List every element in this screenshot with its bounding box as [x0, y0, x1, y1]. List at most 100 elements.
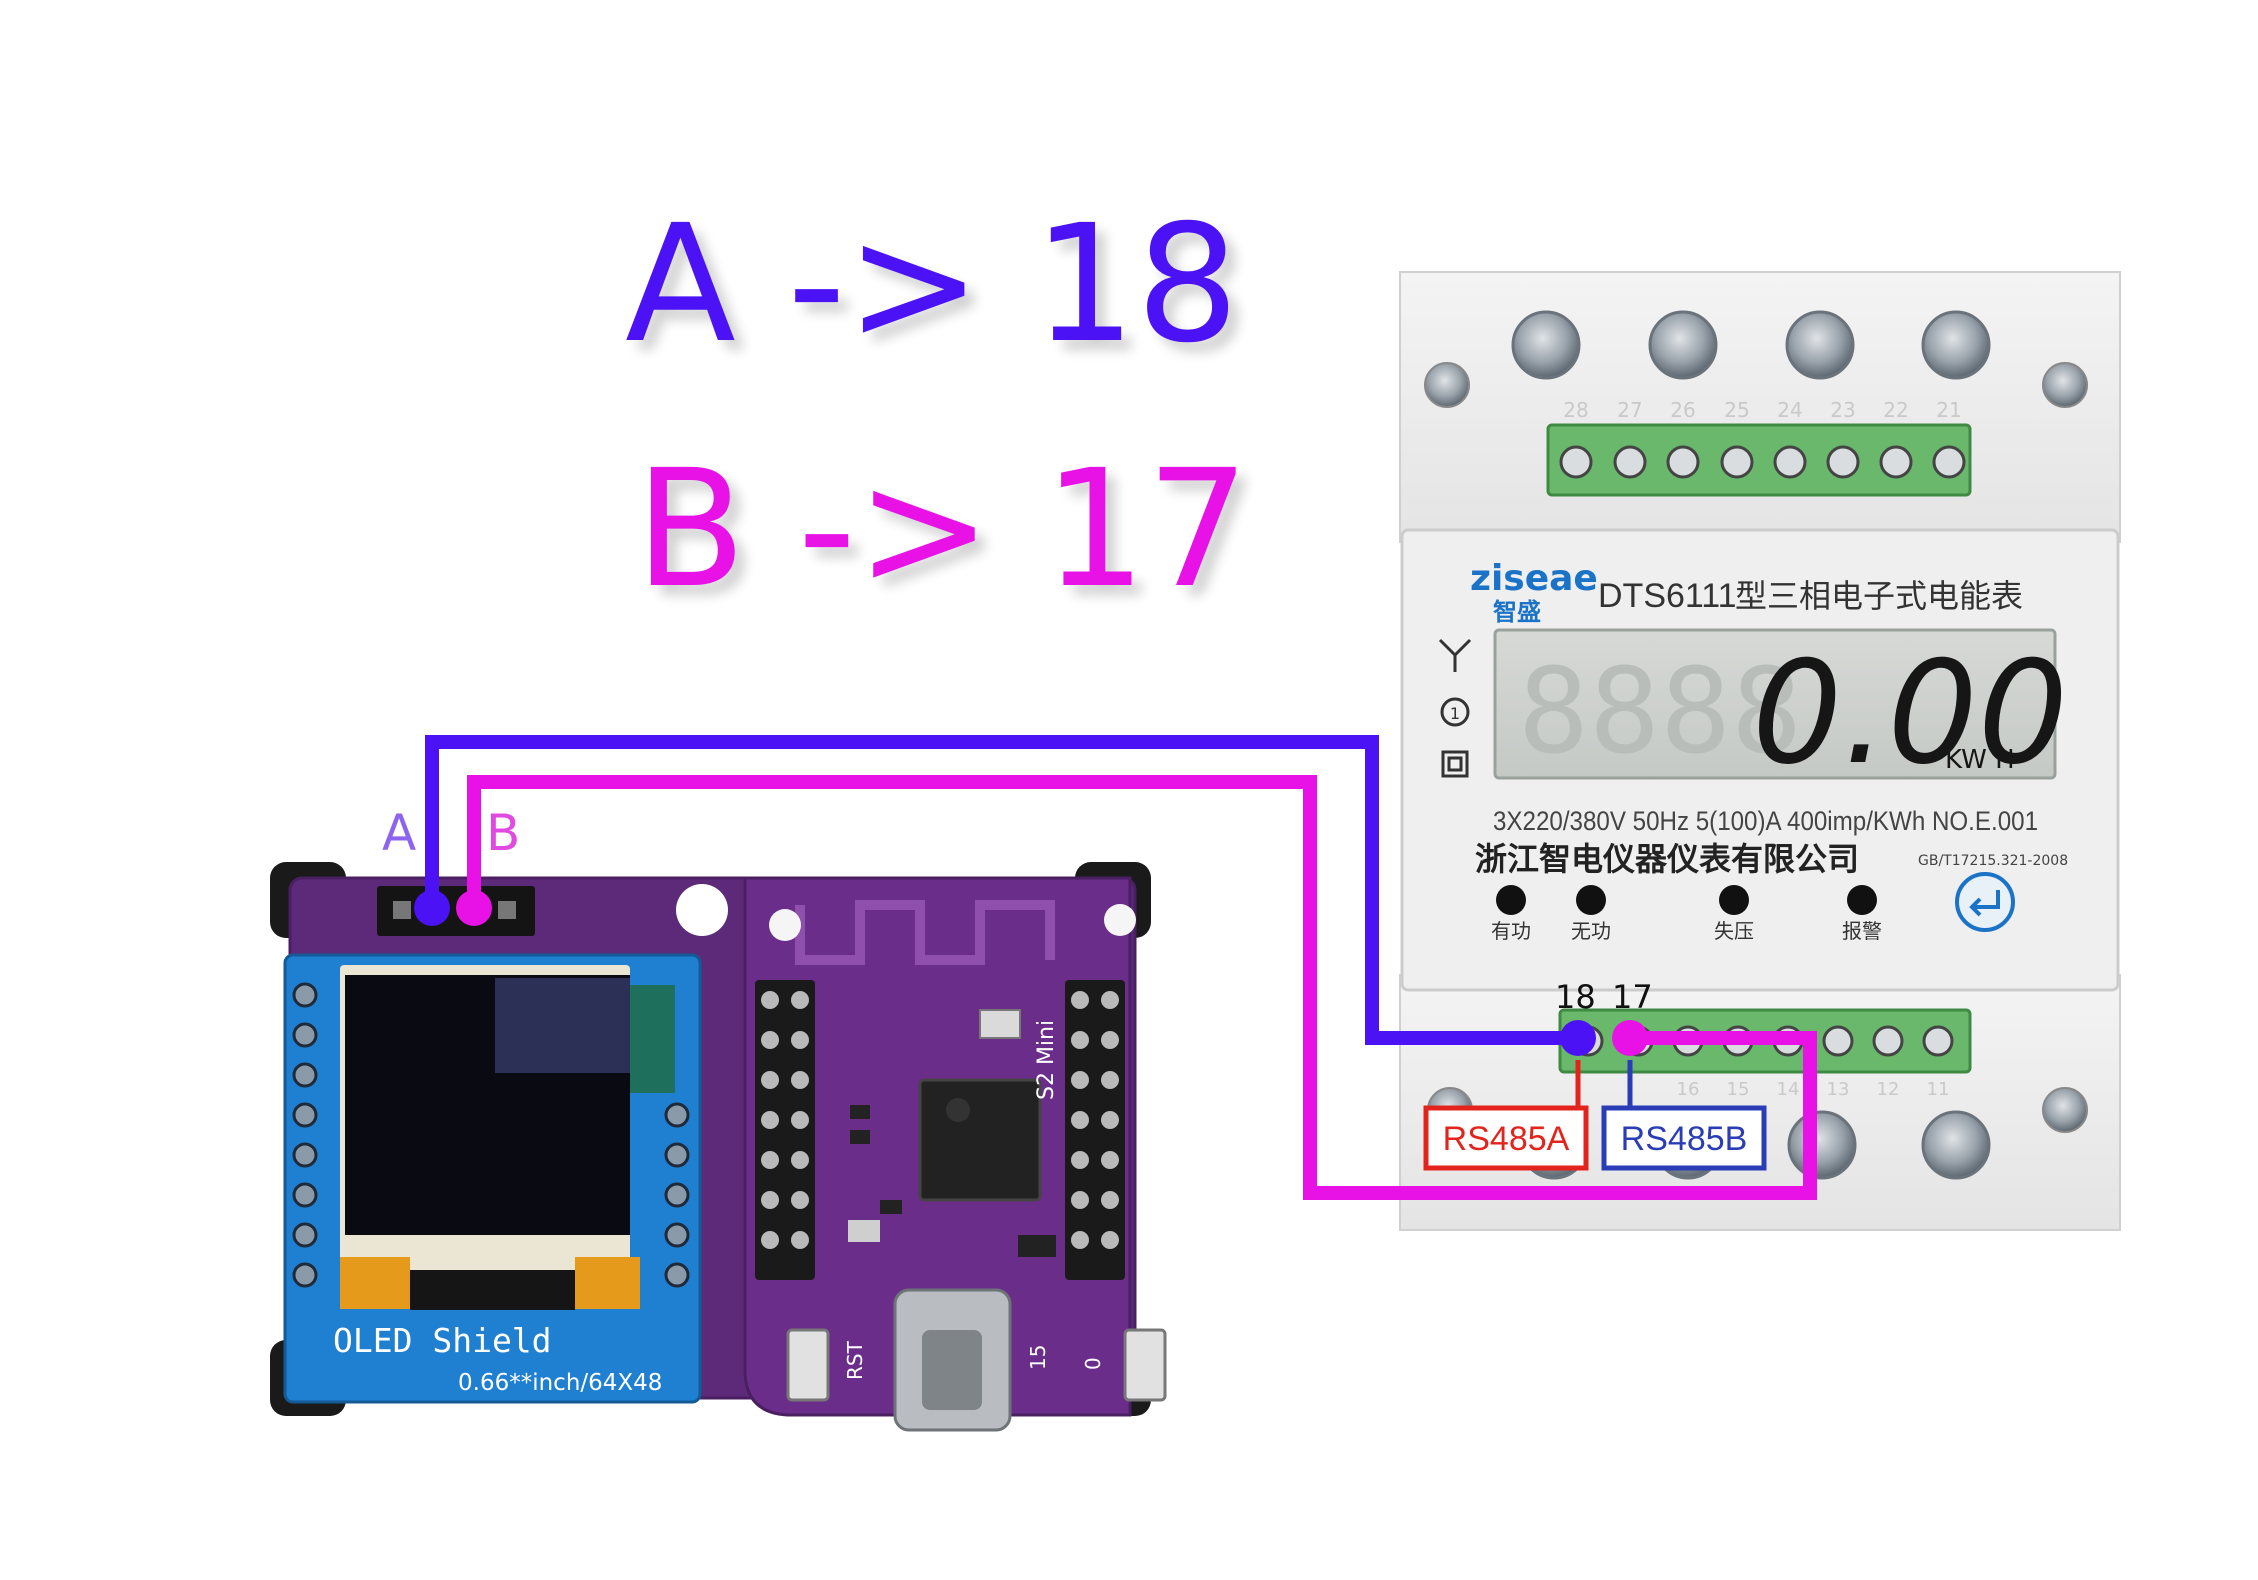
screw-icon [1921, 1110, 1991, 1180]
undervoltage-led [1719, 885, 1749, 915]
oled-size: 0.66**inch/64X48 [458, 1370, 662, 1396]
phase-one-icon [1440, 697, 1470, 727]
terminal-screw-icon [1872, 1025, 1904, 1057]
rs485-tags: RS485A RS485B [1423, 1060, 1767, 1171]
wire-a [425, 735, 1575, 1045]
mapping-a-shadow: A -> 18 [635, 201, 1249, 389]
oled-flex [630, 985, 675, 1093]
screw-icon [1648, 310, 1718, 380]
terminal-screw-icon [1666, 445, 1700, 479]
mcu-board: S2 Mini RST 15 0 [743, 876, 1167, 1432]
terminal-18-label: 18 [1555, 978, 1596, 1016]
terminal-screw-icon [1613, 445, 1647, 479]
terminal-screw-icon [1720, 445, 1754, 479]
rs485b-tag [1601, 1105, 1767, 1171]
indicator-label: 失压 [1714, 919, 1754, 943]
board-b-label: B [486, 804, 520, 862]
enter-button-ring[interactable] [1955, 872, 2015, 932]
rs485a-tag [1423, 1105, 1589, 1171]
oled-connector [575, 1257, 640, 1309]
oled-label: OLED Shield [333, 1321, 552, 1360]
terminal-number: 13 [1827, 1079, 1850, 1100]
indicator-label: 报警 [1842, 919, 1882, 943]
indicator-label: 无功 [1571, 919, 1611, 943]
rst-label: RST [843, 1340, 867, 1380]
screw-icon [1787, 1110, 1857, 1180]
indicator-label: 有功 [1491, 919, 1531, 943]
terminal-number: 27 [1617, 398, 1642, 422]
three-phase-icon [1438, 638, 1472, 672]
terminal-b-dot [1612, 1020, 1648, 1056]
terminal-number: 25 [1724, 398, 1749, 422]
mapping-b-text: B -> 17 [635, 436, 1249, 624]
terminal-screw-icon [1822, 1025, 1854, 1057]
terminal-number: 28 [1563, 398, 1588, 422]
svg-text:1: 1 [1450, 704, 1460, 723]
terminal-screw-icon [1826, 445, 1860, 479]
meter-top-section [1399, 271, 2121, 543]
board-a-label: A [382, 804, 416, 862]
reactive-led [1576, 885, 1606, 915]
boot-button[interactable] [1123, 1328, 1167, 1402]
terminal-number: 22 [1883, 398, 1908, 422]
rs485b-text: RS485B [1621, 1120, 1748, 1158]
meter-enter-button[interactable] [1955, 872, 2015, 932]
indicator-leds [1496, 885, 1877, 915]
mcu-model-text: S2 Mini [1034, 1020, 1059, 1100]
rs485a-text: RS485A [1443, 1120, 1570, 1158]
antenna-trace [795, 900, 1055, 965]
terminal-number: 26 [1670, 398, 1695, 422]
lcd-value: 0.00 [1752, 631, 2068, 796]
terminal-a-dot [1560, 1020, 1596, 1056]
lcd-display [1493, 628, 2057, 780]
terminal-17-label: 17 [1612, 978, 1653, 1016]
bottom-terminal-numbers: 16 15 14 13 12 11 [1677, 1079, 1950, 1100]
mount-screw-icon [2042, 362, 2088, 408]
pin-0-label: 0 [1081, 1357, 1105, 1370]
terminal-screw-icon [1922, 1025, 1954, 1057]
indicator-labels: 有功 无功 失压 报警 [1491, 919, 1882, 943]
terminal-number: 12 [1877, 1079, 1900, 1100]
meter-side-icons [1438, 638, 1472, 778]
lcd-unit: KW H [1945, 745, 2015, 775]
energy-meter: 28 27 26 25 24 23 22 21 ziseae [1399, 271, 2121, 1231]
mounting-hole [676, 884, 728, 936]
terminal-number: 21 [1936, 398, 1961, 422]
oled-pin-row-left [292, 982, 318, 1288]
oled-shield: OLED Shield 0.66**inch/64X48 [283, 953, 702, 1404]
crystal [979, 1009, 1021, 1039]
meter-brand: ziseae [1470, 558, 1598, 599]
mount-screw-icon [2042, 1087, 2088, 1133]
mapping-a-text: A -> 18 [625, 191, 1239, 379]
terminal-screw-icon [1879, 445, 1913, 479]
mount-screw-icon [1424, 362, 1470, 408]
wire-b [467, 775, 1817, 1200]
screw-icon [1921, 310, 1991, 380]
terminal-number: 14 [1777, 1079, 1800, 1100]
rst-button[interactable] [786, 1328, 830, 1402]
terminal-number: 15 [1727, 1079, 1750, 1100]
alarm-led [1847, 885, 1877, 915]
screw-icon [1785, 310, 1855, 380]
pin-15-label: 15 [1026, 1345, 1050, 1370]
oled-pin-row-right [664, 1102, 690, 1288]
top-terminal-block [1546, 423, 1972, 497]
terminal-number: 24 [1777, 398, 1802, 422]
enter-arrow-icon [1969, 890, 2000, 917]
board-b-dot [456, 890, 492, 926]
lcd-ghost-segments: 8888 [1518, 642, 1802, 780]
meter-model: DTS6111 [1598, 577, 1737, 615]
meter-manufacturer: 浙江智电仪器仪表有限公司 [1475, 840, 1859, 878]
wires [425, 735, 1817, 1200]
esp32-chip [918, 1078, 1042, 1202]
terminal-number: 16 [1677, 1079, 1700, 1100]
terminal-number: 23 [1830, 398, 1855, 422]
top-terminal-numbers: 28 27 26 25 24 23 22 21 [1563, 398, 1961, 422]
meter-model-desc: 型三相电子式电能表 [1735, 577, 2023, 615]
terminal-screw-icon [1773, 445, 1807, 479]
ab-header [377, 886, 535, 936]
mapping-b-shadow: B -> 17 [645, 446, 1259, 634]
terminal-screw-icon [1932, 445, 1966, 479]
